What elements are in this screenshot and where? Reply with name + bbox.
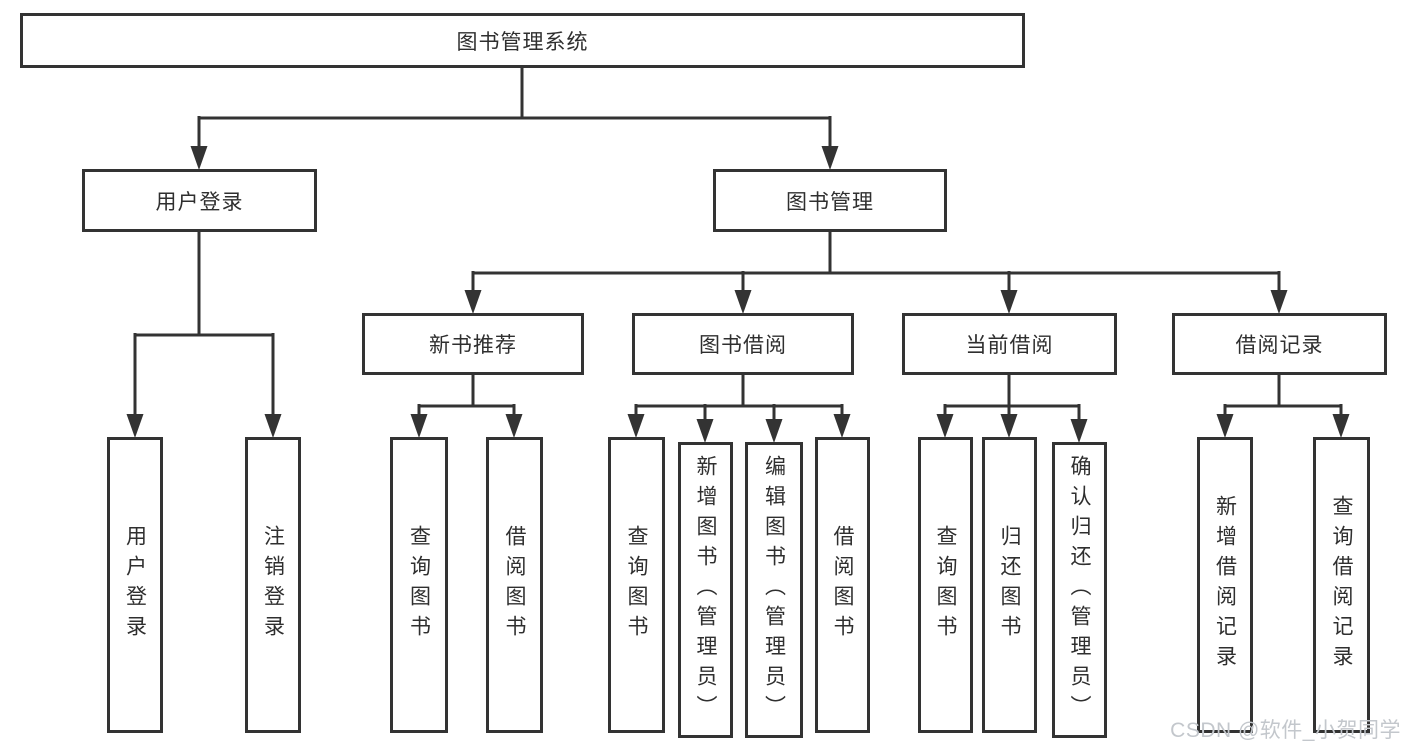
leaf-bb-query-books: 查询图书	[608, 437, 665, 733]
node-new-book-recommend-label: 新书推荐	[429, 334, 517, 357]
leaf-bb-add-books-admin-label: 新增图书（管理员）	[694, 455, 717, 725]
edge-bookborrow-split	[634, 375, 844, 423]
node-book-borrowing-label: 图书借阅	[699, 334, 787, 357]
leaf-cb-confirm-return-admin-label: 确认归还（管理员）	[1068, 455, 1091, 725]
leaf-cb-query-books: 查询图书	[918, 437, 973, 733]
node-book-borrowing: 图书借阅	[632, 313, 854, 375]
node-current-borrowing: 当前借阅	[902, 313, 1117, 375]
leaf-br-add-record: 新增借阅记录	[1197, 437, 1253, 733]
edge-group	[133, 68, 1343, 423]
arrow-bb-add	[696, 419, 714, 443]
arrow-br-query	[1332, 414, 1350, 438]
arrow-bb-borrow	[833, 414, 851, 438]
leaf-nb-query-books: 查询图书	[390, 437, 448, 733]
arrow-bb-edit	[765, 419, 783, 443]
node-library-system-label: 图书管理系统	[456, 30, 589, 54]
edge-currentborrow-split	[943, 375, 1081, 423]
leaf-cb-return-books-label: 归还图书	[998, 525, 1021, 645]
leaf-bb-edit-books-admin-label: 编辑图书（管理员）	[762, 455, 786, 725]
leaf-logout: 注销登录	[245, 437, 301, 733]
arrow-cb-confirm	[1070, 419, 1088, 443]
arrow-leaf-logout	[264, 414, 282, 438]
arrow-current-borrow	[1000, 290, 1018, 314]
node-current-borrowing-label: 当前借阅	[965, 334, 1054, 357]
edge-bookmgmt-split	[471, 232, 1281, 294]
edge-root-split	[197, 68, 832, 150]
edge-borrowrecord-split	[1223, 375, 1343, 418]
arrow-borrow-record	[1270, 290, 1288, 314]
arrow-user-login	[190, 146, 208, 170]
leaf-logout-label: 注销登录	[261, 525, 285, 645]
leaf-br-query-record: 查询借阅记录	[1313, 437, 1370, 733]
arrow-new-book	[464, 290, 482, 314]
leaf-bb-query-books-label: 查询图书	[625, 525, 648, 645]
leaf-br-query-record-label: 查询借阅记录	[1330, 495, 1353, 675]
leaf-br-add-record-label: 新增借阅记录	[1213, 495, 1237, 675]
leaf-cb-return-books: 归还图书	[982, 437, 1037, 733]
arrow-leaf-login	[126, 414, 144, 438]
leaf-bb-borrow-books: 借阅图书	[815, 437, 870, 733]
leaf-nb-query-books-label: 查询图书	[407, 525, 431, 645]
node-new-book-recommend: 新书推荐	[362, 313, 584, 375]
leaf-bb-edit-books-admin: 编辑图书（管理员）	[745, 442, 803, 738]
arrow-book-mgmt	[821, 146, 839, 170]
edge-userlogin-split	[133, 232, 275, 418]
node-user-login-label: 用户登录	[155, 190, 244, 214]
csdn-watermark: CSDN @软件_小贺同学	[1170, 719, 1401, 742]
edge-newbook-split	[417, 375, 516, 418]
arrow-cb-query	[936, 414, 954, 438]
node-borrowing-records: 借阅记录	[1172, 313, 1387, 375]
leaf-user-login-label: 用户登录	[123, 525, 147, 645]
leaf-cb-query-books-label: 查询图书	[934, 525, 957, 645]
arrow-bb-query	[627, 414, 645, 438]
arrow-book-borrow	[734, 290, 752, 314]
node-book-management: 图书管理	[713, 169, 947, 232]
node-borrowing-records-label: 借阅记录	[1235, 334, 1324, 357]
node-user-login: 用户登录	[82, 169, 317, 232]
leaf-nb-borrow-books: 借阅图书	[486, 437, 543, 733]
leaf-nb-borrow-books-label: 借阅图书	[503, 525, 526, 645]
arrow-nb-borrow	[505, 414, 523, 438]
leaf-user-login: 用户登录	[107, 437, 163, 733]
leaf-cb-confirm-return-admin: 确认归还（管理员）	[1052, 442, 1107, 738]
arrow-br-add	[1216, 414, 1234, 438]
leaf-bb-borrow-books-label: 借阅图书	[831, 525, 854, 645]
arrowheads	[126, 146, 1350, 443]
arrow-nb-query	[410, 414, 428, 438]
arrow-cb-return	[1000, 414, 1018, 438]
node-book-management-label: 图书管理	[786, 190, 874, 214]
leaf-bb-add-books-admin: 新增图书（管理员）	[678, 442, 733, 738]
node-library-system: 图书管理系统	[20, 13, 1025, 68]
